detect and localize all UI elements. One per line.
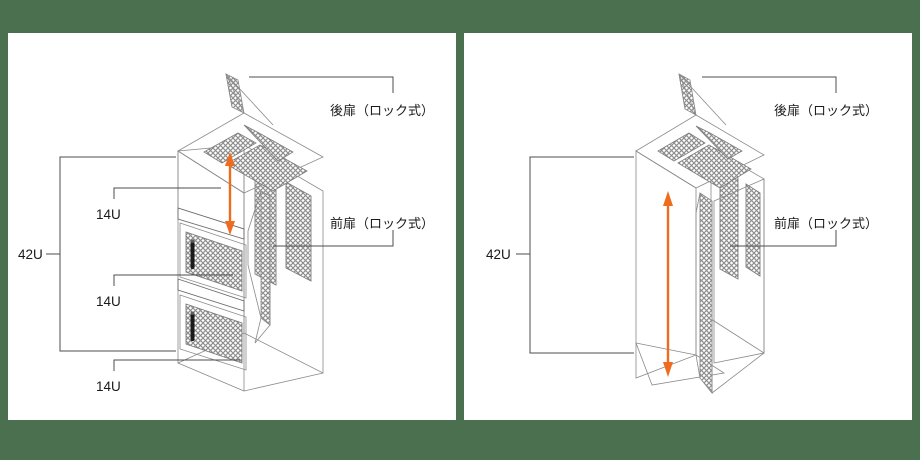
right-diagram-panel: 42U 後扉（ロック式） 前扉（ロック式） (464, 33, 912, 420)
left-front-door-label: 前扉（ロック式） (330, 216, 434, 231)
right-front-door-label: 前扉（ロック式） (774, 216, 878, 231)
right-measure-arrow (663, 191, 673, 377)
left-diagram-panel: 42U 14U 14U 14U 後扉（ロック式） 前扉（ロック式） (8, 33, 456, 420)
left-rear-door-label: 後扉（ロック式） (330, 103, 434, 118)
right-rear-door-label: 後扉（ロック式） (774, 103, 878, 118)
left-total-u-label: 42U (18, 247, 43, 262)
left-segment-u-label-1: 14U (96, 207, 121, 222)
left-segment-u-label-3: 14U (96, 379, 121, 394)
right-total-u-label: 42U (486, 247, 511, 262)
left-segment-u-label-2: 14U (96, 294, 121, 309)
left-measure-arrow (225, 152, 235, 235)
